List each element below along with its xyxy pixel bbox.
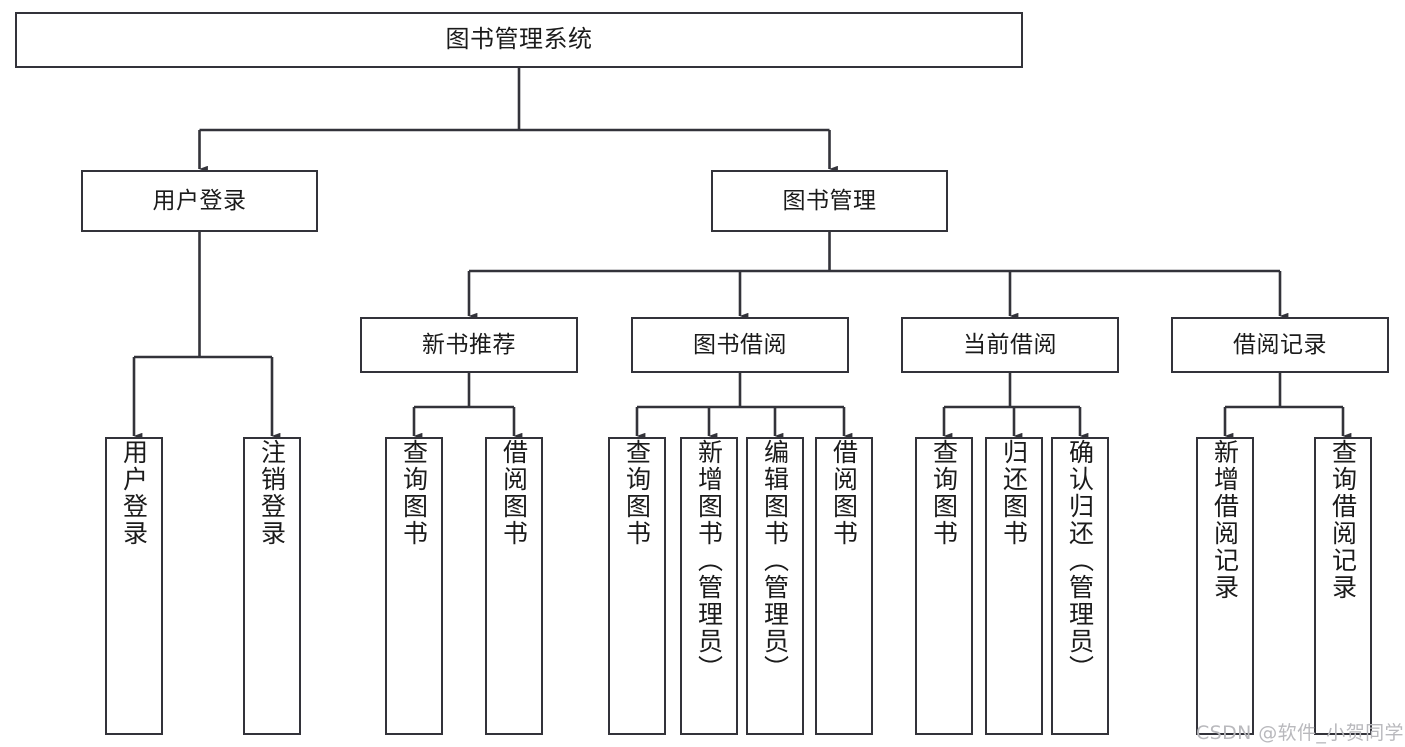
node-leaf-query-book-1-label: 查询图书: [399, 439, 429, 547]
node-leaf-add-borrow-record-label: 新增借阅记录: [1210, 439, 1240, 601]
node-leaf-user-logout[interactable]: 注销登录: [243, 437, 301, 735]
node-root[interactable]: 图书管理系统: [15, 12, 1023, 68]
node-current-borrow[interactable]: 当前借阅: [901, 317, 1119, 373]
node-new-book-recommend-label: 新书推荐: [422, 331, 516, 358]
node-book-manage-label: 图书管理: [782, 187, 877, 214]
node-leaf-borrow-book-1-label: 借阅图书: [499, 439, 529, 547]
node-leaf-edit-book-label: 编辑图书（管理员）: [760, 439, 790, 682]
node-leaf-return-book-label: 归还图书: [999, 439, 1029, 547]
node-leaf-query-book-2-label: 查询图书: [622, 439, 652, 547]
node-book-manage[interactable]: 图书管理: [711, 170, 948, 232]
node-leaf-borrow-book-2[interactable]: 借阅图书: [815, 437, 873, 735]
node-leaf-query-book-1[interactable]: 查询图书: [385, 437, 443, 735]
node-leaf-borrow-book-1[interactable]: 借阅图书: [485, 437, 543, 735]
node-borrow-record-label: 借阅记录: [1233, 331, 1327, 358]
node-leaf-confirm-return[interactable]: 确认归还（管理员）: [1051, 437, 1109, 735]
node-leaf-query-book-3[interactable]: 查询图书: [915, 437, 973, 735]
node-new-book-recommend[interactable]: 新书推荐: [360, 317, 578, 373]
node-leaf-return-book[interactable]: 归还图书: [985, 437, 1043, 735]
node-borrow-record[interactable]: 借阅记录: [1171, 317, 1389, 373]
node-leaf-edit-book[interactable]: 编辑图书（管理员）: [746, 437, 804, 735]
node-book-borrow-label: 图书借阅: [693, 331, 787, 358]
node-current-borrow-label: 当前借阅: [963, 331, 1057, 358]
node-leaf-user-login-label: 用户登录: [119, 439, 149, 547]
node-user-login[interactable]: 用户登录: [81, 170, 318, 232]
node-leaf-query-borrow-record[interactable]: 查询借阅记录: [1314, 437, 1372, 735]
node-leaf-confirm-return-label: 确认归还（管理员）: [1065, 439, 1095, 682]
csdn-watermark: CSDN @软件_小贺同学: [1196, 722, 1404, 744]
node-leaf-query-borrow-record-label: 查询借阅记录: [1328, 439, 1358, 601]
node-user-login-label: 用户登录: [152, 187, 247, 214]
node-leaf-query-book-3-label: 查询图书: [929, 439, 959, 547]
node-leaf-add-book-label: 新增图书（管理员）: [694, 439, 724, 682]
node-root-label: 图书管理系统: [445, 25, 593, 54]
node-leaf-add-borrow-record[interactable]: 新增借阅记录: [1196, 437, 1254, 735]
node-leaf-user-logout-label: 注销登录: [257, 439, 287, 547]
node-leaf-user-login[interactable]: 用户登录: [105, 437, 163, 735]
node-leaf-borrow-book-2-label: 借阅图书: [829, 439, 859, 547]
node-book-borrow[interactable]: 图书借阅: [631, 317, 849, 373]
node-leaf-query-book-2[interactable]: 查询图书: [608, 437, 666, 735]
node-leaf-add-book[interactable]: 新增图书（管理员）: [680, 437, 738, 735]
